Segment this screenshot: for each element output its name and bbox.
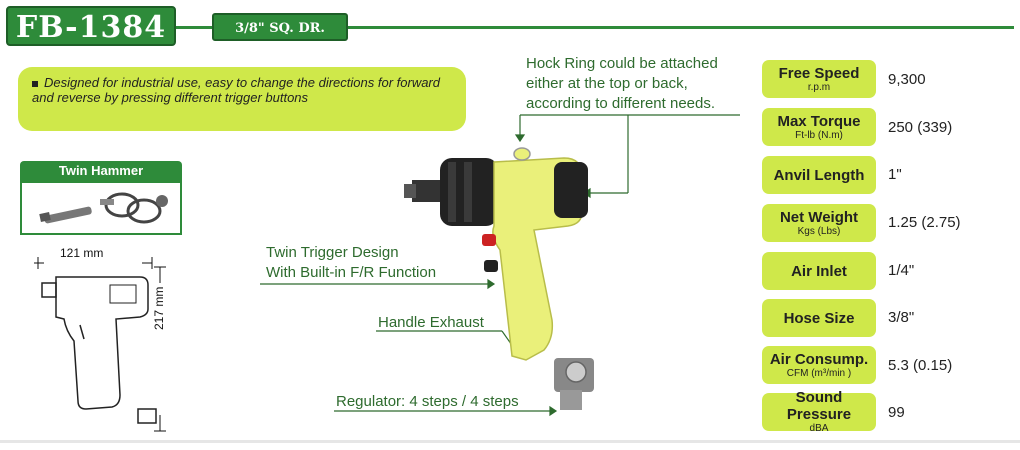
spec-label-air-consumption: Air Consump. CFM (m³/min ) — [762, 346, 876, 384]
length-dimension: 121 mm — [60, 246, 104, 260]
spec-value-max-torque: 250 (339) — [888, 119, 953, 136]
spec-value-air-consumption: 5.3 (0.15) — [888, 357, 953, 374]
feature-description: Designed for industrial use, easy to cha… — [18, 67, 466, 131]
dimension-drawing — [20, 245, 180, 435]
spec-label-max-torque: Max Torque Ft-lb (N.m) — [762, 108, 876, 146]
twin-hammer-label: Twin Hammer — [20, 161, 182, 181]
twin-trigger-callout: Twin Trigger Design With Built-in F/R Fu… — [266, 243, 436, 283]
spec-label-net-weight: Net Weight Kgs (Lbs) — [762, 204, 876, 242]
header-rule-left — [176, 26, 212, 29]
spec-value-air-inlet: 1/4" — [888, 262, 915, 279]
spec-value-anvil-length: 1" — [888, 166, 902, 183]
spec-value-hose-size: 3/8" — [888, 309, 915, 326]
spec-value-sound-pressure: 99 — [888, 404, 905, 421]
drive-badge: 3/8" SQ. DR. — [212, 13, 348, 41]
anvil-icon — [412, 180, 442, 202]
hook-ring-icon — [513, 147, 531, 161]
hock-ring-line-2: either at the top or back, — [526, 75, 688, 92]
reverse-trigger-icon — [484, 260, 498, 272]
height-dimension: 217 mm — [152, 286, 166, 330]
handle-exhaust-callout: Handle Exhaust — [378, 314, 484, 331]
bullet-icon — [32, 80, 38, 87]
spec-label-hose-size: Hose Size — [762, 299, 876, 337]
spec-label-anvil-length: Anvil Length — [762, 156, 876, 194]
spec-label-sound-pressure: Sound Pressure dBA — [762, 389, 876, 434]
twin-hammer-mechanism-icon — [39, 192, 168, 224]
hock-ring-callout: Hock Ring could be attached either at th… — [526, 54, 718, 114]
footer-rule — [0, 440, 1020, 443]
regulator-callout: Regulator: 4 steps / 4 steps — [336, 393, 519, 410]
twin-trigger-line-1: Twin Trigger Design — [266, 244, 399, 261]
model-badge: FB-1384 — [6, 6, 176, 46]
forward-trigger-icon — [482, 234, 496, 246]
spec-label-air-inlet: Air Inlet — [762, 252, 876, 290]
spec-value-net-weight: 1.25 (2.75) — [888, 214, 961, 231]
tool-outline-icon — [34, 257, 166, 432]
spec-label-free-speed: Free Speed r.p.m — [762, 60, 876, 98]
hock-ring-line-1: Hock Ring could be attached — [526, 55, 718, 72]
hock-ring-line-3: according to different needs. — [526, 95, 716, 112]
impact-wrench-illustration — [404, 147, 594, 410]
spec-value-free-speed: 9,300 — [888, 71, 926, 88]
header-rule-right — [348, 26, 1014, 29]
twin-hammer-box — [20, 181, 182, 235]
twin-trigger-line-2: With Built-in F/R Function — [266, 264, 437, 281]
feature-text: Designed for industrial use, easy to cha… — [32, 75, 440, 105]
